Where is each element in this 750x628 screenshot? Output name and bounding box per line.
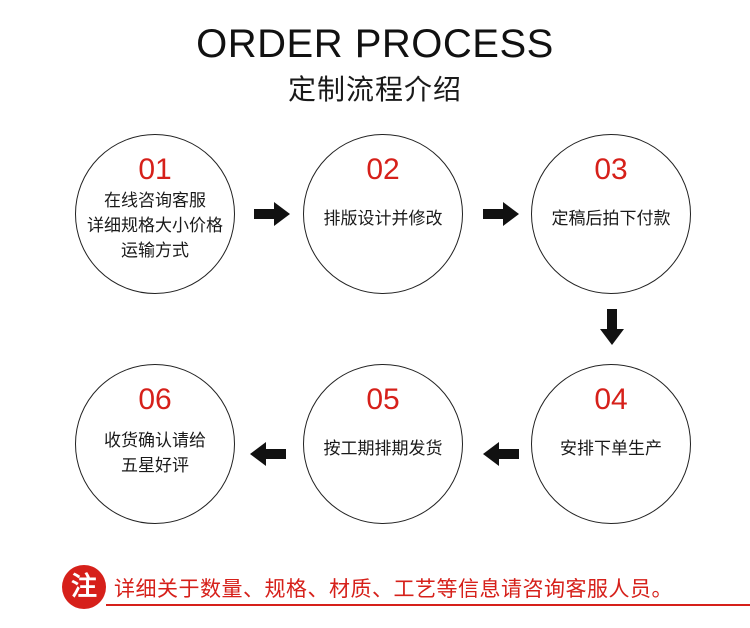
step-number: 01 [138,153,172,186]
footer-note: 注 详细关于数量、规格、材质、工艺等信息请咨询客服人员。 [62,565,750,609]
step-06-circle: 06 收货确认请给 五星好评 [75,364,235,524]
page-title: ORDER PROCESS [196,22,554,66]
note-text: 详细关于数量、规格、材质、工艺等信息请咨询客服人员。 [114,577,673,601]
step-description: 安排下单生产 [538,437,684,462]
step-line: 在线咨询客服 [104,191,206,211]
note-badge: 注 [62,565,106,609]
page-subtitle: 定制流程介绍 [287,73,462,106]
step-number: 02 [366,153,400,186]
step-line: 详细规格大小价格 [87,216,223,236]
step-number: 03 [594,153,628,186]
arrow-down-icon [600,309,624,345]
step-line: 收货确认请给 [104,431,206,451]
step-description: 按工期排期发货 [310,437,456,462]
arrow-left-icon [250,442,286,466]
arrow-right-icon [483,202,519,226]
note-underline [106,604,750,606]
step-02-circle: 02 排版设计并修改 [303,134,463,294]
arrow-right-icon [254,202,290,226]
step-description: 排版设计并修改 [310,207,456,232]
step-line: 按工期排期发货 [323,439,443,459]
step-line: 定稿后拍下付款 [551,209,671,229]
step-04-circle: 04 安排下单生产 [531,364,691,524]
step-description: 在线咨询客服 详细规格大小价格 运输方式 [82,189,228,264]
step-description: 定稿后拍下付款 [538,207,684,232]
step-number: 06 [138,383,172,416]
arrow-left-icon [483,442,519,466]
step-number: 04 [594,383,628,416]
step-line: 五星好评 [121,456,189,476]
step-01-circle: 01 在线咨询客服 详细规格大小价格 运输方式 [75,134,235,294]
step-line: 排版设计并修改 [323,209,443,229]
step-line: 运输方式 [121,241,189,261]
step-description: 收货确认请给 五星好评 [82,429,228,479]
step-number: 05 [366,383,400,416]
step-03-circle: 03 定稿后拍下付款 [531,134,691,294]
step-05-circle: 05 按工期排期发货 [303,364,463,524]
step-line: 安排下单生产 [560,439,662,459]
